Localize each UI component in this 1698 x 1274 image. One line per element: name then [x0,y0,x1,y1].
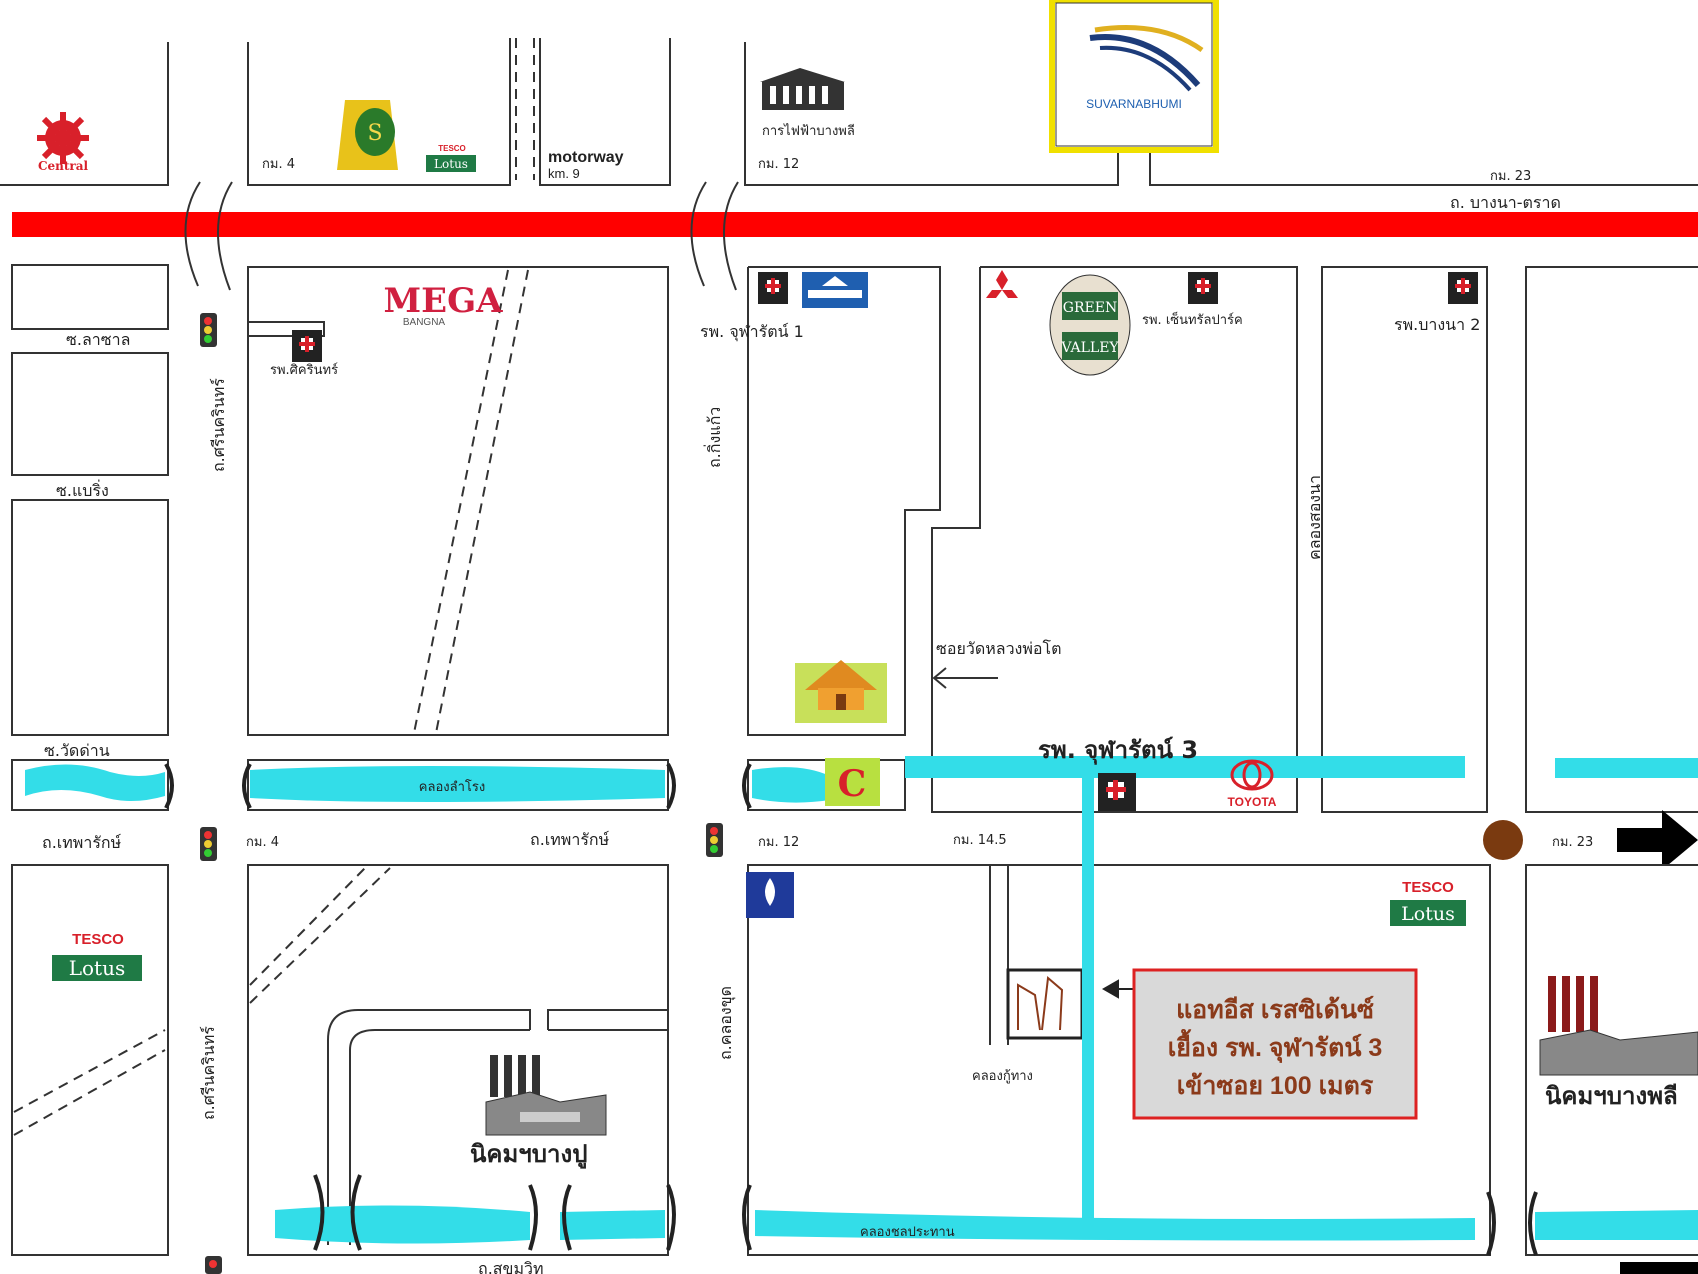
km12-bottom-label: กม. 12 [758,835,799,850]
motorway-label: motorway [548,149,624,166]
middle-blocks [11,264,1698,813]
interchange-left [184,181,233,291]
destination-line2: เยื้อง รพ. จุฬารัตน์ 3 [1168,1028,1383,1064]
toyota-logo: TOYOTA [1228,759,1277,809]
traffic-light-icon [205,1256,222,1274]
electric-authority-label: การไฟฟ้าบางพลี [762,123,855,139]
main-road-label: ถ. บางนา-ตราด [1450,193,1561,212]
traffic-light-icon [200,827,217,861]
traffic-light-icon [706,823,723,857]
srinakarin-bottom-label: ถ.ศรีนครินทร์ [199,1026,218,1120]
canal-brackets [164,763,752,809]
km23-top-label: กม. 23 [1490,169,1531,184]
destination-building-icon[interactable] [1006,968,1084,1040]
destination-callout[interactable]: แอทอีส เรสซิเด้นซ์ เยื้อง รพ. จุฬารัตน์ … [1132,968,1418,1120]
arrow-left-icon [932,667,998,689]
emblem-icon: S [337,100,398,170]
hospital-icon [1448,272,1478,304]
bangkok-bank-logo [746,872,794,918]
khlong-khut-label: ถ.คลองขุด [716,986,736,1060]
tesco-lotus-small-logo: TESCO Lotus [426,144,476,172]
khlong-lam-rong-canal: คลองลำโรง [11,756,1698,811]
railway-dashed [413,269,529,734]
svg-text:TESCO: TESCO [72,931,124,948]
tesco-lotus-logo: TESCO Lotus [52,931,142,981]
arrow-right-icon [1617,810,1698,870]
svg-text:TESCO: TESCO [438,144,466,153]
km23-bottom-label: กม. 23 [1552,835,1593,850]
svg-text:Lotus: Lotus [434,157,468,171]
svg-text:VALLEY: VALLEY [1060,340,1119,356]
bangna2-hospital-label: รพ.บางนา 2 [1394,315,1480,334]
bangpu-industrial-label: นิคมฯบางปู [470,1141,587,1169]
central-park-hospital-label: รพ. เซ็นทรัลปาร์ค [1142,310,1243,328]
soi-wat-dan-label: ซ.วัดด่าน [44,741,110,760]
destination-line3: เข้าซอย 100 เมตร [1177,1072,1374,1100]
svg-text:C: C [838,763,867,805]
sikarin-hospital-label: รพ.ศิครินทร์ [270,362,338,378]
khlong-lam-rong-label: คลองลำโรง [419,779,485,795]
green-valley-logo: GREEN VALLEY [1049,274,1131,376]
tesco-lotus-logo: TESCO Lotus [1390,879,1466,926]
homepro-logo [802,272,868,308]
soi-lasalle-label: ซ.ลาซาล [66,330,130,349]
mega-bangna-logo: MEGA BANGNA [384,281,504,328]
bangphli-industrial-label: นิคมฯบางพลี [1545,1083,1678,1110]
motorway-km-label: km. 9 [548,166,580,181]
hospital-icon [1188,272,1218,304]
svg-text:Lotus: Lotus [1401,903,1455,925]
temple-school-logo [795,660,887,723]
km145-label: กม. 14.5 [953,833,1007,848]
soi-baering-label: ซ.แบริ่ง [56,479,109,500]
svg-text:Lotus: Lotus [69,956,126,980]
soi-wat-luang-pho-to-label: ซอยวัดหลวงพ่อโต [936,639,1062,658]
bangna-trat-highway [12,212,1698,237]
interchange-mid [690,181,739,291]
big-c-logo: C [825,758,880,806]
top-road-lines [0,38,1698,186]
khlong-chon-prathan-label: คลองชลประทาน [860,1225,955,1240]
svg-text:BANGNA: BANGNA [403,317,446,328]
thepharak-mid-label: ถ.เทพารักษ์ [530,830,610,849]
khlong-song-nam-label: คลองสองนา [1305,475,1324,560]
hospital-icon [292,330,322,362]
svg-text:MEGA: MEGA [384,281,504,321]
thepharak-left-label: ถ.เทพารักษ์ [42,833,122,852]
khlong-chu-ka-label: คลองกู้ทาง [972,1069,1033,1084]
factory-icon [1539,976,1698,1076]
destination-line1: แอทอีส เรสซิเด้นซ์ [1176,995,1374,1024]
suvarnabhumi-label: SUVARNABHUMI [1086,97,1182,111]
bottom-inner-roads [327,865,1009,1245]
hospital-icon [1098,773,1136,811]
central-label: Central [38,159,89,173]
roundabout-marker [1483,820,1523,860]
svg-text:GREEN: GREEN [1063,300,1117,316]
sukhumvit-label: ถ.สุขุมวิท [478,1259,544,1274]
canal-brackets [313,1174,1538,1256]
srinakarin-top-label: ถ.ศรีนครินทร์ [209,378,228,472]
km4-top-label: กม. 4 [262,157,295,172]
svg-text:TOYOTA: TOYOTA [1228,795,1277,809]
km4-bottom-label: กม. 4 [246,835,279,850]
chularat1-label: รพ. จุฬารัตน์ 1 [700,322,804,342]
kingkaew-label: ถ.กิ่งแก้ว [703,407,724,468]
mitsubishi-logo [986,270,1018,298]
suvarnabhumi-logo: SUVARNABHUMI [1049,0,1219,153]
chularat3-label: รพ. จุฬารัตน์ 3 [1038,736,1198,766]
hospital-icon [758,272,788,304]
svg-text:TESCO: TESCO [1402,879,1454,896]
khlong-chon-prathan-canal: คลองชลประทาน [275,1205,1698,1244]
svg-text:S: S [367,121,382,146]
electric-building-icon [760,68,845,110]
factory-icon [485,1055,607,1136]
central-logo: Central [37,112,89,173]
access-road-canal [1082,760,1094,1220]
km12-top-label: กม. 12 [758,157,799,172]
railway-dashed-bottom [13,867,391,1136]
arrow-right-icon [1620,1262,1698,1274]
traffic-light-icon [200,313,217,347]
